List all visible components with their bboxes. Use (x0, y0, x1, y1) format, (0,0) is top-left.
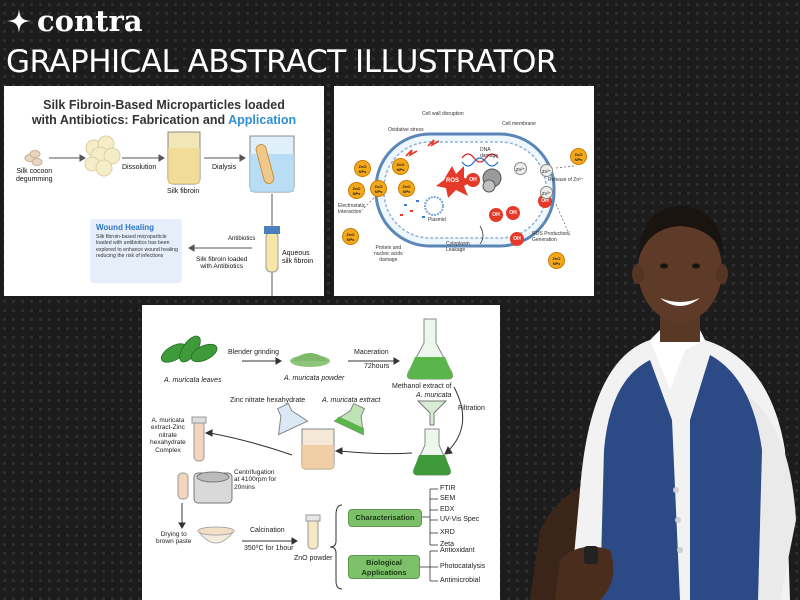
wound-title: Wound Healing (96, 223, 155, 232)
biological-pill: Biological Applications (348, 555, 420, 579)
brand: contra (6, 6, 143, 36)
label-electrostatic: Electrostatic Interaction (338, 203, 366, 215)
bio-item: Photocatalysis (440, 563, 486, 570)
label-zno-powder: ZnO powder (294, 555, 333, 562)
step-aqueous: Aqueous silk fibroin (282, 250, 314, 266)
label-cell-wall: Cell wall disruption (422, 111, 464, 117)
label-methanol: Methanol extract of (392, 383, 452, 390)
label-blender: Blender grinding (228, 349, 279, 356)
zno-np-marker: ZnO NPs (392, 158, 409, 175)
step-dialysis: Dialysis (212, 164, 237, 171)
zinc-ion-marker: Zn²⁺ (540, 186, 553, 199)
hydroxyl-radical-marker: OH (506, 206, 520, 220)
headline: GRAPHICAL ABSTRACT ILLUSTRATOR (6, 44, 557, 80)
label-leaves: A. muricata leaves (164, 377, 222, 384)
hydroxyl-radical-marker: OH (466, 173, 480, 187)
step-antibiotics: Antibiotics (228, 236, 256, 242)
char-item: EDX (440, 506, 455, 513)
characterisation-pill: Characterisation (348, 509, 422, 527)
zno-np-marker: ZnO NPs (354, 160, 371, 177)
label-protein: Protein and nucleic acids damage (374, 245, 403, 263)
zno-np-marker: ZnO NPs (398, 180, 415, 197)
label-centrifugation: Centrifugation at 4100rpm for 20mins (234, 469, 277, 491)
wound-text: Silk fibroin-based microparticle loaded … (96, 234, 178, 260)
step-loaded: Silk fibroin loaded with Antibiotics (196, 256, 248, 271)
label-plasmid: Plasmid (428, 217, 446, 223)
label-extract: A. muricata extract (322, 397, 381, 404)
label-hours: 72hours (364, 363, 390, 370)
bio-item: Antimicrobial (440, 577, 481, 584)
label-ros: ROS (446, 178, 460, 184)
step-cocoon: Silk cocoon degumming (16, 168, 53, 184)
zno-np-marker: ZnO NPs (342, 228, 359, 245)
label-ros-gen: ROS Production/ Generation (532, 231, 570, 243)
zno-np-marker: ZnO NPs (570, 148, 587, 165)
step-fibroin: Silk fibroin (167, 188, 200, 195)
bio-item: Antioxidant (440, 547, 475, 554)
illustrator-portrait (530, 206, 796, 600)
zinc-ion-marker: Zn²⁺ (514, 162, 527, 175)
hydroxyl-radical-marker: OH (510, 232, 524, 246)
silk-title: Silk Fibroin-Based Microparticles loaded… (31, 98, 297, 127)
wound-healing-box: Wound Healing Silk fibroin-based micropa… (90, 219, 182, 283)
zno-np-marker: ZnO NPs (348, 182, 365, 199)
zinc-ion-marker: Zn²⁺ (540, 164, 553, 177)
label-powder: A. muricata powder (284, 375, 345, 382)
zno-np-marker: ZnO NPs (370, 180, 387, 197)
zno-mechanism-abstract: ZnO NPs ZnO NPs ZnO NPs ZnO NPs ZnO NPs … (334, 86, 594, 296)
silk-process-illustration (24, 131, 295, 296)
label-dna: DNA damage (480, 147, 499, 159)
char-item: UV-Vis Spec (440, 516, 480, 523)
char-item: FTIR (440, 485, 456, 492)
brand-name: contra (37, 4, 143, 38)
char-item: SEM (440, 495, 456, 502)
label-release: Release of Zn²⁺ (548, 177, 584, 183)
label-filtration: Filtration (458, 405, 485, 412)
label-maceration: Maceration (354, 349, 389, 356)
label-methanol-species: A. muricata (416, 392, 452, 399)
zno-np-marker: ZnO NPs (548, 252, 565, 269)
synthesis-flow-illustration (160, 318, 464, 590)
label-drying: Drying to brown paste (156, 531, 192, 546)
char-item: Zeta (440, 541, 455, 548)
step-dissolution: Dissolution (122, 164, 157, 171)
label-cytoplasm: Cytoplasm Leakage (446, 241, 470, 253)
label-membrane: Cell membrane (502, 121, 536, 127)
label-oxidative: Oxidative stress (388, 127, 424, 133)
hydroxyl-radical-marker: OH (489, 208, 503, 222)
label-zinc-nitrate: Zinc nitrate hexahydrate (230, 397, 306, 404)
char-item: XRD (440, 529, 455, 536)
label-complex: A. muricata extract-Zinc nitrate hexahyd… (150, 417, 186, 454)
label-calcination-temp: 350⁰C for 1hour (244, 545, 294, 552)
label-calcination: Calcination (250, 527, 285, 534)
amuricata-synthesis-abstract: A. muricata leaves Blender grinding A. m… (142, 305, 500, 600)
four-point-star-icon (7, 9, 31, 33)
silk-fibroin-abstract: Silk Fibroin-Based Microparticles loaded… (4, 86, 324, 296)
